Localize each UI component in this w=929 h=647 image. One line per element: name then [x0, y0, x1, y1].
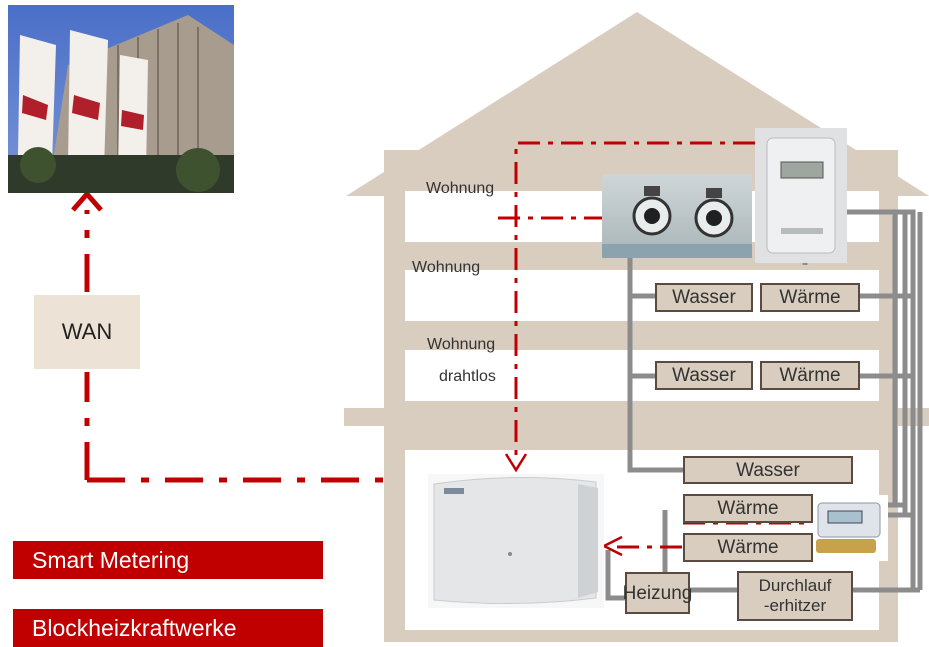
gateway-photo [428, 474, 604, 608]
floor-label-3-wireless: drahtlos [439, 368, 496, 385]
arrowhead-down [504, 453, 528, 473]
house-ledge [344, 408, 929, 426]
heat-meter-floor-3: Wärme [760, 361, 860, 390]
water-meter-floor-2: Wasser [655, 283, 753, 312]
heat-meter-basement-2: Wärme [683, 533, 813, 562]
smart-metering-banner: Smart Metering [13, 541, 323, 579]
floor-label-3: Wohnung [427, 336, 496, 353]
arrowhead-up [71, 190, 103, 212]
wan-box: WAN [34, 295, 140, 369]
wireless-lines [498, 141, 810, 549]
flow-heater: Durchlauf -erhitzer [737, 571, 853, 621]
water-meter-basement: Wasser [683, 456, 853, 484]
heat-meter-basement-1: Wärme [683, 494, 813, 523]
water-meter-floor-3: Wasser [655, 361, 753, 390]
heating-unit: Heizung [623, 572, 692, 614]
chp-banner: Blockheizkraftwerke [13, 609, 323, 647]
flow-heater-line-2: -erhitzer [763, 596, 827, 615]
heat-meter-floor-2: Wärme [760, 283, 860, 312]
heat-meter-photo [810, 495, 888, 561]
wan-lines [84, 210, 384, 483]
arrowhead-left [601, 535, 623, 557]
heat-cost-allocator-photo [755, 128, 847, 263]
building-photo [8, 5, 234, 193]
floor-label-1: Wohnung [426, 180, 495, 197]
flow-heater-line-1: Durchlauf [758, 576, 832, 595]
floor-label-2: Wohnung [412, 259, 481, 276]
water-meter-photo [602, 174, 752, 258]
